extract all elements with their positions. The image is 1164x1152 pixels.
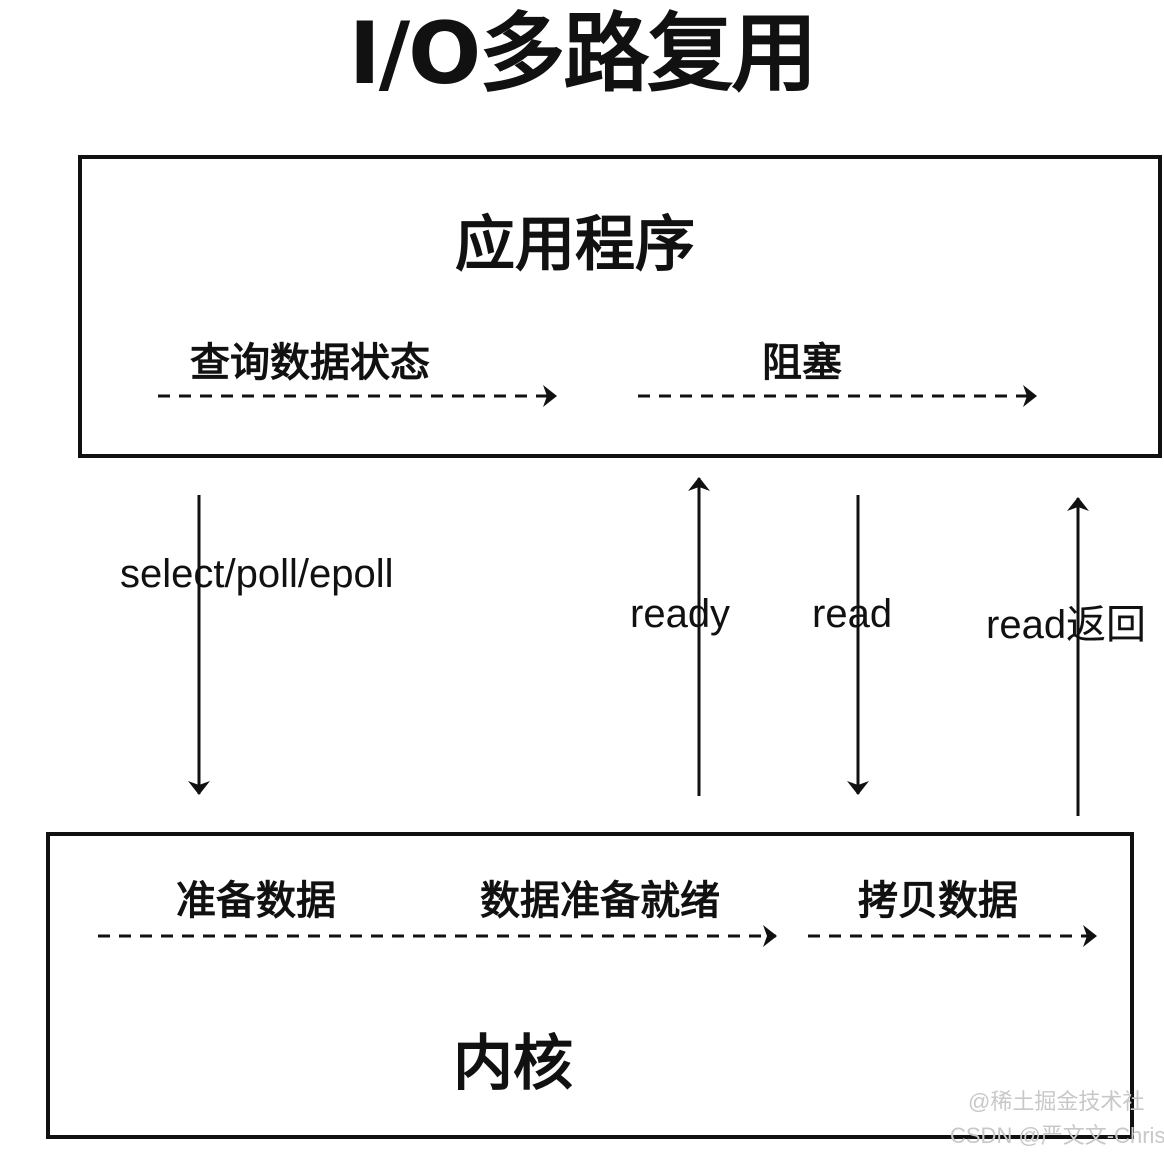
watermark-csdn: CSDN @严文文-Chris xyxy=(950,1123,1164,1148)
step-prepare-data: 准备数据 xyxy=(176,878,336,924)
step-query-status: 查询数据状态 xyxy=(190,340,430,386)
watermark-juejin: @稀土掘金技术社 xyxy=(968,1089,1145,1114)
application-box-label: 应用程序 xyxy=(455,210,695,280)
label-select-poll-epoll: select/poll/epoll xyxy=(120,552,394,596)
kernel-box-label: 内核 xyxy=(453,1029,573,1099)
step-copy-data: 拷贝数据 xyxy=(858,878,1018,924)
label-ready: ready xyxy=(630,592,731,636)
step-blocking: 阻塞 xyxy=(762,340,842,386)
label-read-return: read返回 xyxy=(986,603,1147,647)
diagram-title: I/O多路复用 xyxy=(348,4,818,104)
kernel-box xyxy=(46,832,1134,1139)
step-data-ready: 数据准备就绪 xyxy=(480,878,720,924)
label-read: read xyxy=(812,592,893,636)
application-box xyxy=(78,155,1162,458)
